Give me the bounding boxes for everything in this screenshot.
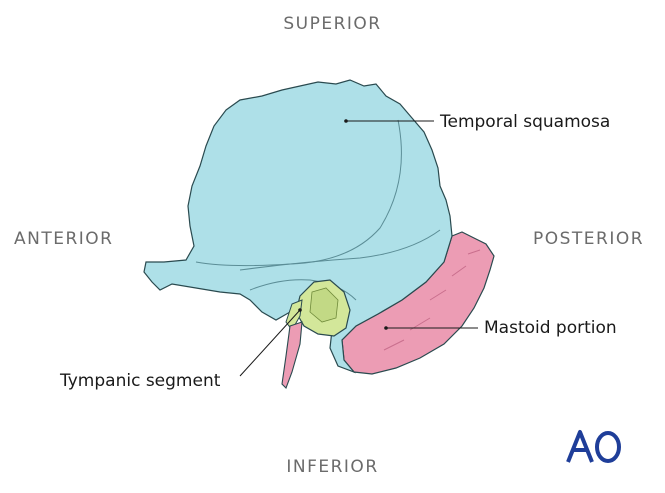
orientation-anterior: ANTERIOR: [14, 229, 114, 249]
squamosa-contour-1: [195, 119, 402, 267]
label-temporal-squamosa: Temporal squamosa: [440, 112, 611, 132]
logo-letter-a: [566, 430, 594, 463]
ao-logo-icon: [566, 430, 621, 463]
squamosa-leader-dot: [344, 119, 348, 123]
squamosa-contour-2: [239, 229, 441, 271]
tympanic-lower: [285, 299, 303, 331]
tympanic-inner: [309, 287, 339, 323]
orientation-inferior: INFERIOR: [286, 457, 379, 477]
tympanic-leader-line: [239, 309, 301, 377]
orientation-superior: SUPERIOR: [283, 14, 382, 34]
logo-letter-o: [595, 431, 621, 463]
temporal-squamosa-shape: [143, 79, 453, 374]
tympanic-leader-dot: [298, 308, 302, 312]
label-tympanic-segment: Tympanic segment: [60, 371, 221, 391]
mastoid-leader-dot: [384, 326, 388, 330]
mastoid-texture: [383, 249, 481, 351]
squamosa-contour-3: [249, 279, 357, 301]
styloid-process-shape: [281, 321, 303, 389]
label-mastoid-portion: Mastoid portion: [484, 318, 617, 338]
orientation-posterior: POSTERIOR: [533, 229, 645, 249]
